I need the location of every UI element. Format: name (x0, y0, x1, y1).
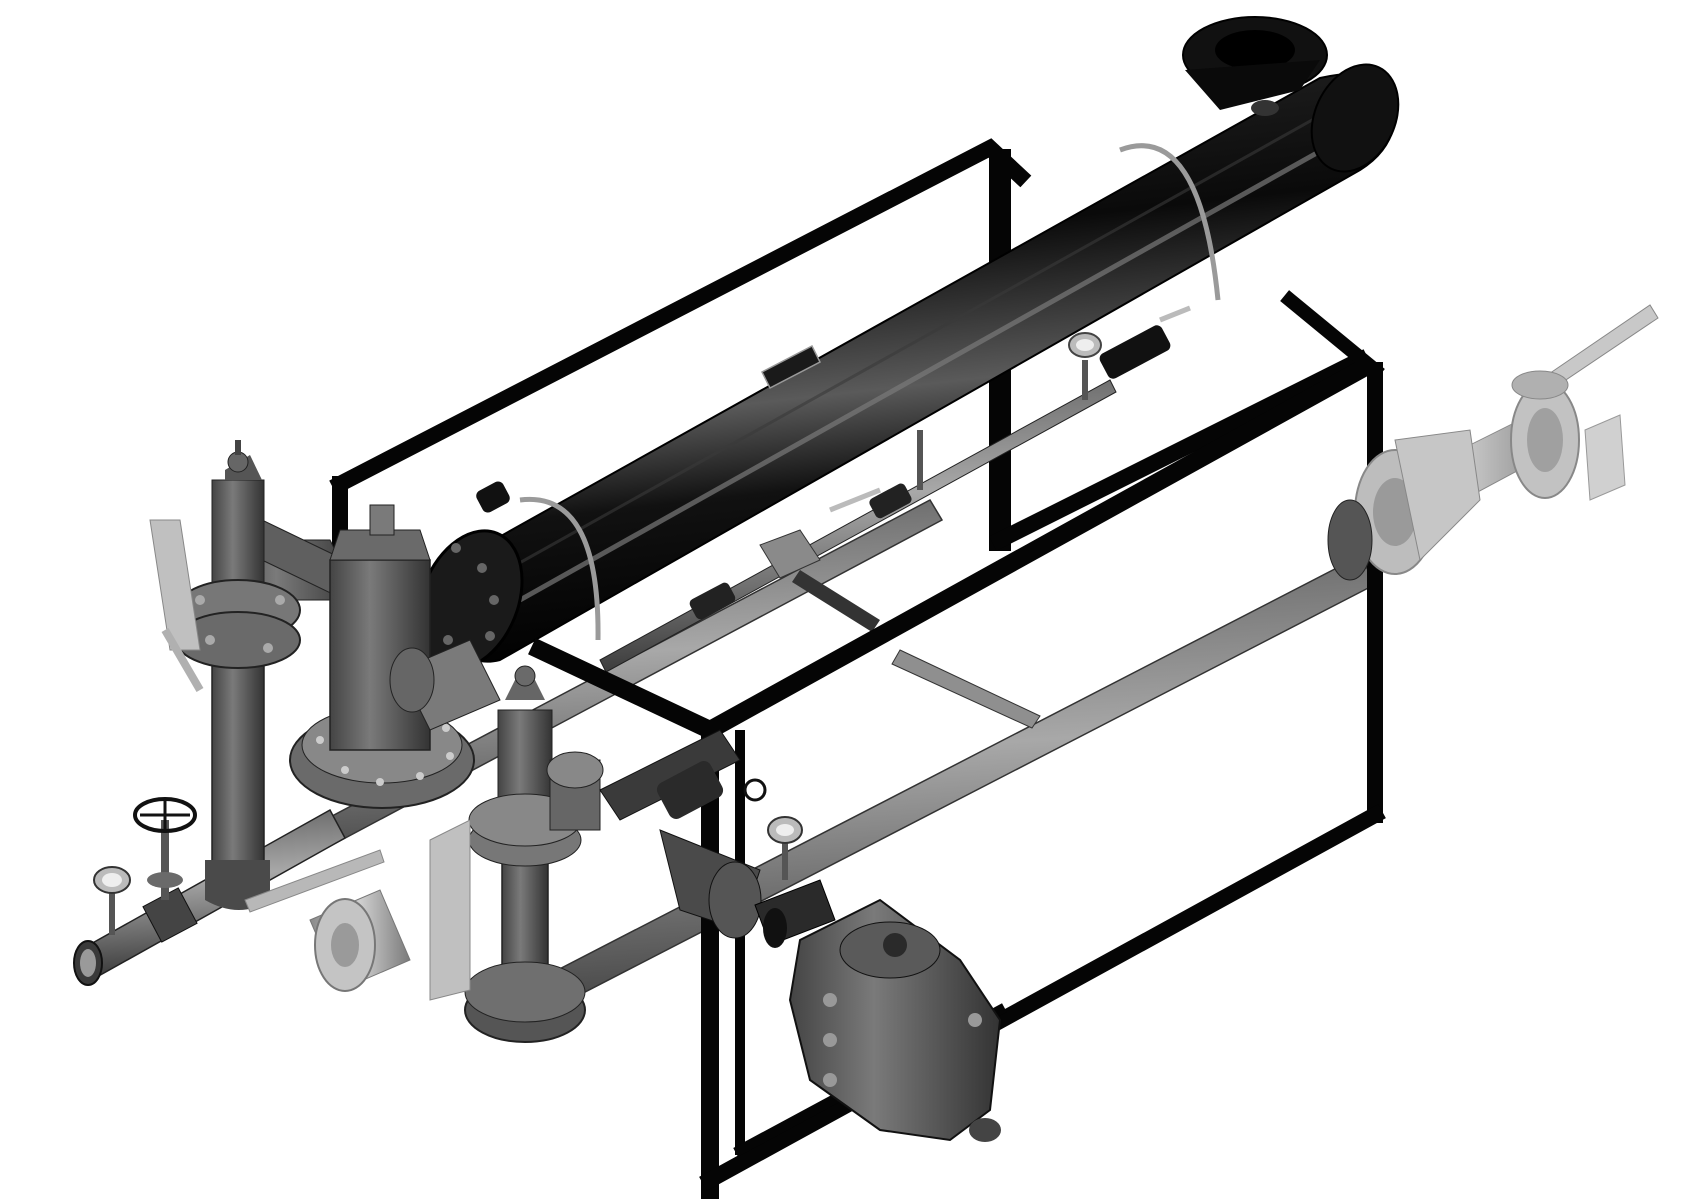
support-frame-front (528, 290, 1386, 1199)
float-steam-trap (788, 898, 1002, 1142)
shell-nozzle (1182, 16, 1328, 116)
outlet-riser (464, 665, 604, 1043)
pressure-gauge-center (743, 778, 803, 880)
heat-exchanger-shell (416, 16, 1400, 671)
y-strainer (599, 729, 836, 948)
instrument-line (599, 305, 1191, 673)
butterfly-valve-left (244, 819, 471, 1001)
pressure-gauge-icon (1068, 332, 1102, 358)
globe-valve (133, 797, 198, 943)
lever-valve-riser (149, 519, 204, 693)
pressure-gauge-left (93, 866, 131, 935)
handwheel-icon (133, 797, 197, 833)
pressure-reducing-valve (289, 504, 501, 809)
nameplate (760, 344, 822, 390)
lever-handle-icon (1511, 304, 1659, 400)
outlet-valve-train (1327, 304, 1659, 581)
